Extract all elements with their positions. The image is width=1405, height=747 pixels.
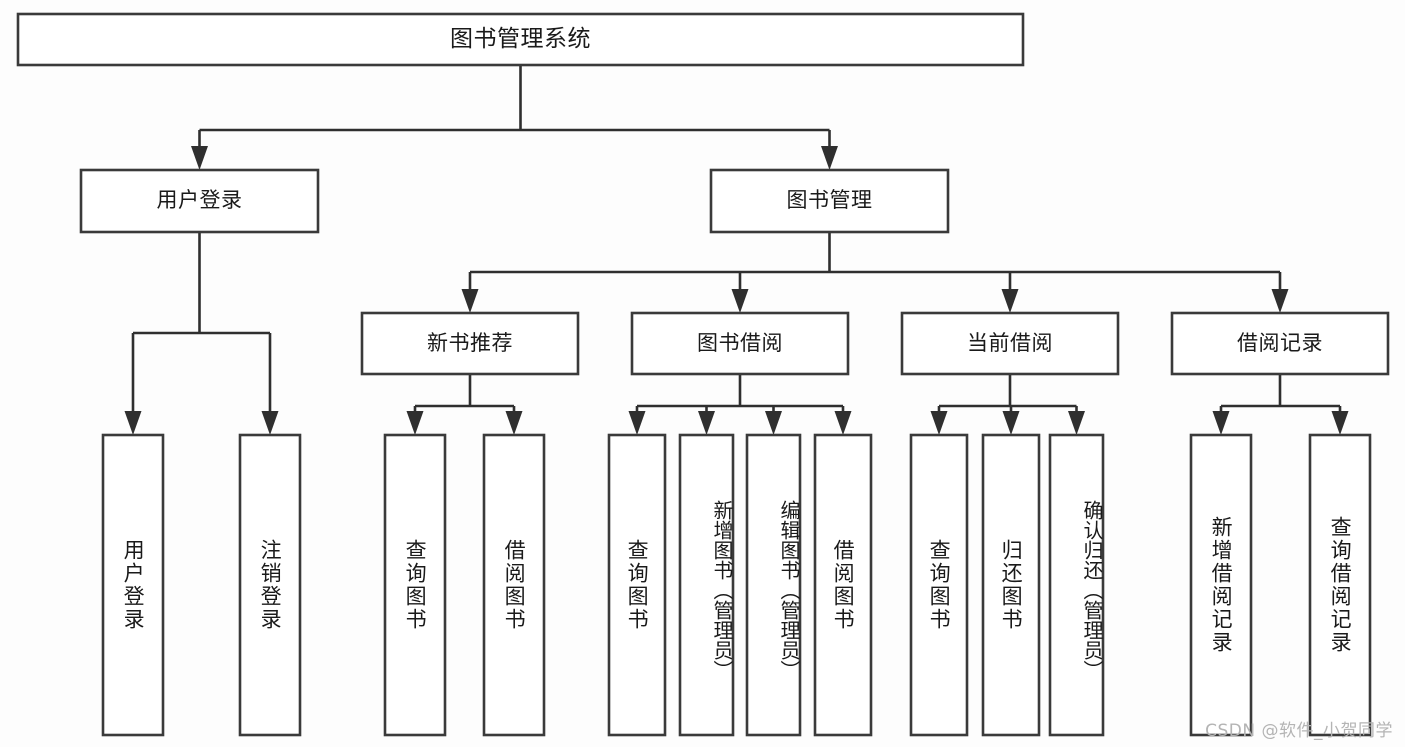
node-box-leaf-add-record[interactable] xyxy=(1189,433,1253,737)
node-box-book-borrow[interactable] xyxy=(630,311,850,376)
arrow-to-leaf-query-record xyxy=(1331,411,1349,435)
arrow-to-user-login xyxy=(191,146,208,170)
arrow-to-leaf-add-book xyxy=(698,411,715,435)
node-box-new-book-rec[interactable] xyxy=(360,311,580,376)
arrow-to-leaf-edit-book xyxy=(765,411,782,435)
box-layer xyxy=(16,12,1390,737)
node-box-leaf-query-record[interactable] xyxy=(1308,433,1372,737)
arrow-to-leaf-user-login xyxy=(124,411,142,435)
node-box-leaf-query-book-3[interactable] xyxy=(909,433,969,737)
edge-bookmanage-bus xyxy=(468,232,1282,296)
node-box-leaf-return-book[interactable] xyxy=(981,433,1041,737)
arrow-to-leaf-query-book-1 xyxy=(406,411,424,435)
node-box-leaf-user-login[interactable] xyxy=(101,433,165,737)
arrow-to-leaf-borrow-book-1 xyxy=(505,411,523,435)
edge-root-bus xyxy=(198,65,831,152)
arrow-to-current-borrow xyxy=(1001,289,1019,313)
edge-borrowrecord-bus xyxy=(1219,374,1342,416)
node-box-leaf-borrow-book-1[interactable] xyxy=(482,433,546,737)
node-box-leaf-query-book-2[interactable] xyxy=(607,433,667,737)
node-box-leaf-query-book-1[interactable] xyxy=(383,433,447,737)
arrow-to-new-book-rec xyxy=(461,289,479,313)
arrow-to-book-manage xyxy=(821,146,838,170)
edge-userlogin-bus xyxy=(131,232,272,416)
arrow-to-borrow-record xyxy=(1271,289,1289,313)
node-box-current-borrow[interactable] xyxy=(900,311,1120,376)
arrow-to-book-borrow xyxy=(731,289,749,313)
arrow-to-leaf-confirm-return xyxy=(1068,411,1085,435)
edge-newbookrec-bus xyxy=(413,374,516,416)
connector-layer xyxy=(124,65,1349,435)
arrow-to-leaf-query-book-3 xyxy=(930,411,948,435)
node-box-book-manage[interactable] xyxy=(709,168,950,234)
edge-currentborrow-bus xyxy=(937,374,1078,416)
node-box-leaf-borrow-book-2[interactable] xyxy=(813,433,873,737)
arrow-to-leaf-return-book xyxy=(1002,411,1020,435)
arrow-to-leaf-logout xyxy=(261,411,279,435)
node-box-leaf-add-book[interactable] xyxy=(678,433,735,737)
node-box-user-login[interactable] xyxy=(79,168,320,234)
edge-bookborrow-bus xyxy=(635,374,845,416)
node-box-root[interactable] xyxy=(16,12,1025,67)
node-box-leaf-logout[interactable] xyxy=(238,433,302,737)
arrow-to-leaf-borrow-book-2 xyxy=(834,411,852,435)
arrow-to-leaf-add-record xyxy=(1212,411,1230,435)
node-box-leaf-confirm-return[interactable] xyxy=(1048,433,1105,737)
node-box-borrow-record[interactable] xyxy=(1170,311,1390,376)
node-box-leaf-edit-book[interactable] xyxy=(745,433,802,737)
arrow-to-leaf-query-book-2 xyxy=(628,411,646,435)
